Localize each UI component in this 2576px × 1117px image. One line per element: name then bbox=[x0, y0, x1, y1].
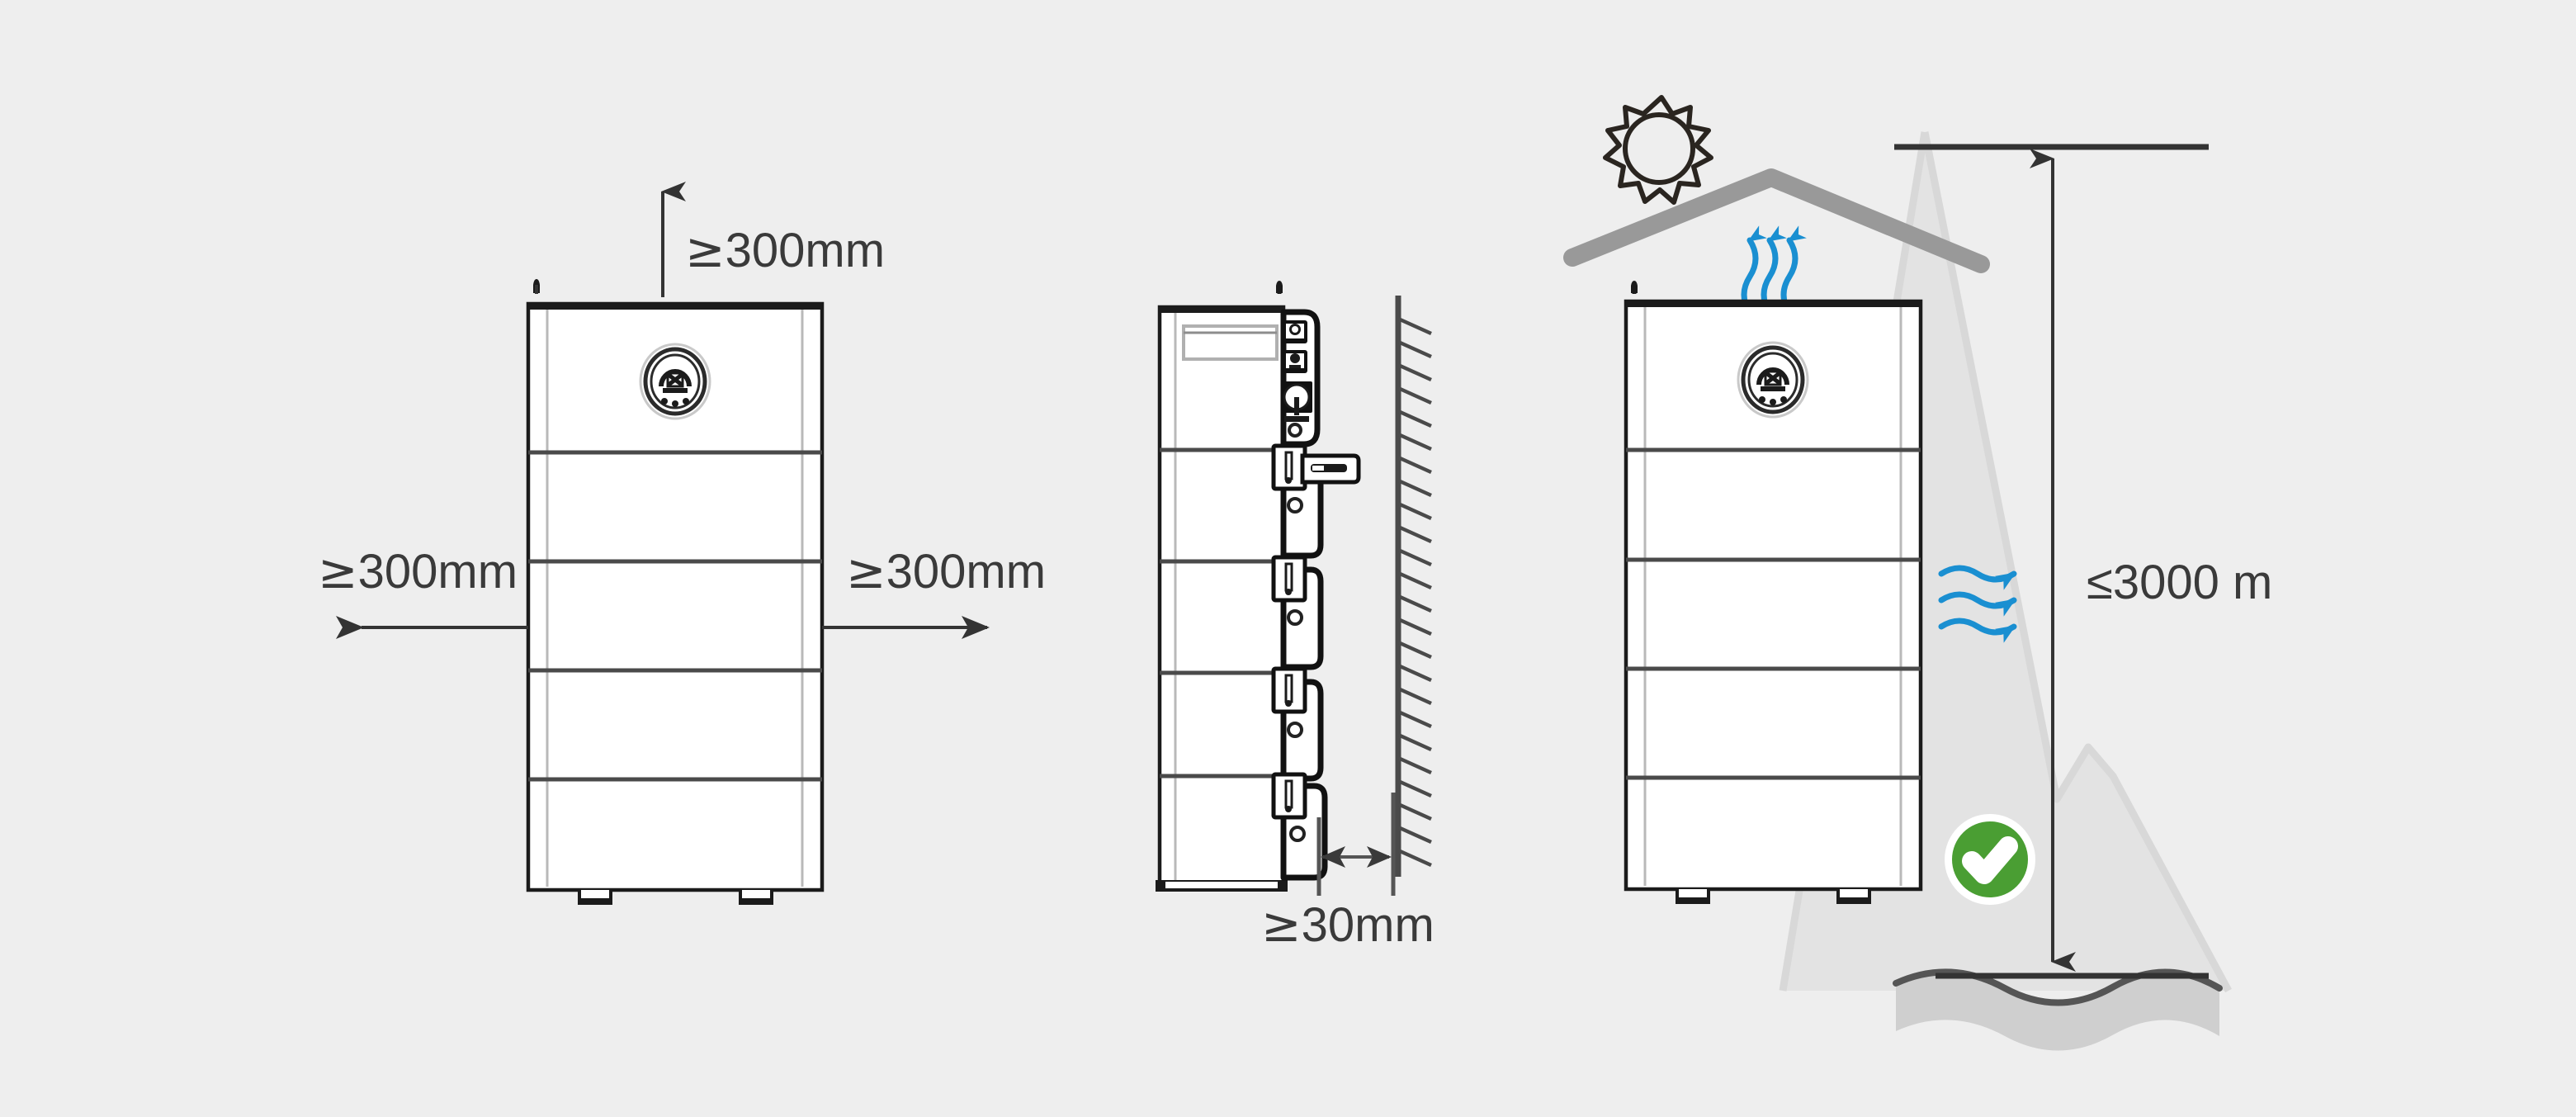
altitude-dimension bbox=[1894, 144, 2209, 972]
right-clearance-label: ≥300mm bbox=[846, 543, 1046, 599]
sun-icon bbox=[1603, 95, 1713, 205]
wall-gap-value: 30mm bbox=[1302, 898, 1435, 952]
top-clearance-label: ≥300mm bbox=[685, 222, 885, 278]
side-connector-tabs bbox=[1271, 443, 1307, 820]
sea-level-water bbox=[1893, 968, 2223, 1051]
left-clearance-label: ≥300mm bbox=[318, 543, 518, 599]
top-clearance-value: 300mm bbox=[726, 224, 885, 277]
shelter-roof bbox=[1563, 168, 1990, 273]
front-cabinet bbox=[526, 279, 825, 905]
altitude-limit-value: ≤3000 m bbox=[2087, 556, 2272, 609]
hatched-wall bbox=[1395, 296, 1432, 877]
svg-text:≥300mm: ≥300mm bbox=[685, 222, 885, 278]
front-clearance-view: ≥300mm bbox=[318, 182, 1046, 905]
device-logo-badge bbox=[1737, 341, 1809, 419]
right-clearance-value: 300mm bbox=[886, 545, 1046, 599]
wall-gap-label: ≥30mm bbox=[1261, 897, 1435, 953]
svg-text:≥300mm: ≥300mm bbox=[318, 543, 518, 599]
svg-text:≥30mm: ≥30mm bbox=[1261, 897, 1435, 953]
side-cabinet bbox=[1156, 281, 1361, 892]
side-wall-clearance-view: ≥30mm bbox=[1156, 281, 1435, 953]
wall-gap-dimension bbox=[1316, 793, 1396, 896]
environment-conditions-view: ≤3000 m bbox=[1563, 95, 2272, 1051]
approved-check-badge bbox=[1945, 814, 2035, 905]
environment-cabinet bbox=[1624, 281, 1923, 904]
device-logo-badge bbox=[639, 343, 711, 420]
side-vent-panel bbox=[1182, 324, 1279, 361]
side-cable-connector bbox=[1300, 453, 1361, 485]
left-clearance-value: 300mm bbox=[358, 545, 518, 599]
side-port-group bbox=[1281, 320, 1312, 438]
altitude-label: ≤3000 m bbox=[2087, 556, 2272, 609]
svg-text:≤3000 m: ≤3000 m bbox=[2087, 556, 2272, 609]
horizontal-airflow bbox=[1938, 565, 2017, 643]
svg-text:≥300mm: ≥300mm bbox=[846, 543, 1046, 599]
